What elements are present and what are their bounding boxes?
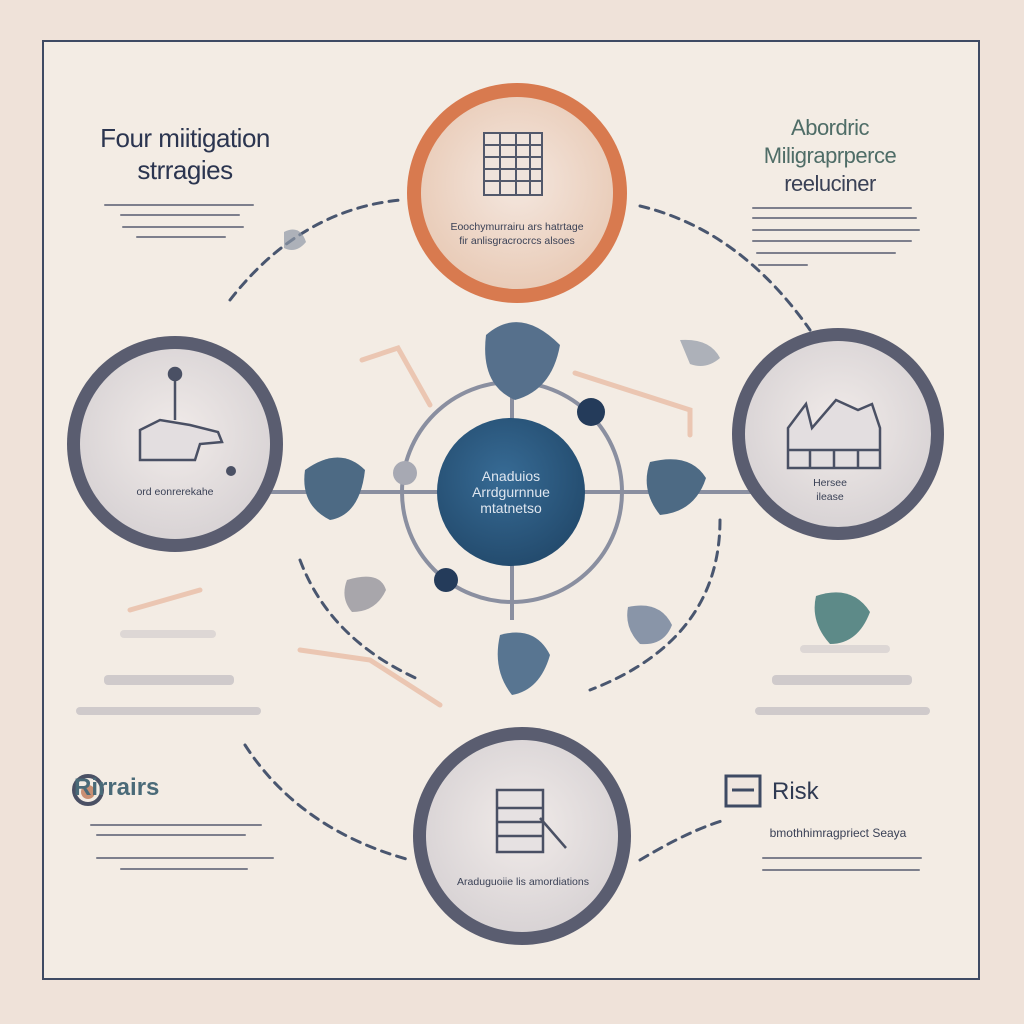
top-right-heading-line3: reeluciner: [784, 171, 876, 196]
leaf-pin-icon: [627, 605, 672, 645]
center-hub-label-line2: Arrdgurnnue: [472, 484, 550, 500]
lower-left-title: Rirrairs: [74, 774, 160, 801]
page-title-line2: strragies: [137, 155, 233, 185]
leaf-pin-icon: [646, 459, 706, 515]
ring-dots: [393, 398, 605, 592]
center-hub-label: Anaduios Arrdgurnnue mtatnetso: [438, 468, 584, 516]
center-hub-label-line3: mtatnetso: [480, 500, 542, 516]
faint-connectors: [127, 344, 693, 708]
page-title: Four miitigation strragies: [70, 122, 300, 186]
person-icon: [72, 774, 104, 806]
leaf-pin-icon: [284, 229, 306, 250]
top-right-heading-line2: Miligraprperce: [763, 143, 897, 168]
bottom-node-caption: Araduguoiie lis amordiations: [457, 876, 589, 888]
lower-right-subtitle: bmothhimragpriect Seaya: [769, 826, 907, 840]
right-node-caption-line1: Hersee: [813, 477, 847, 489]
leaf-pin-icon: [344, 576, 386, 612]
right-node-caption: Hersee ilease: [780, 476, 880, 504]
placeholder-bars: [76, 630, 930, 715]
left-strategy-node: [67, 336, 283, 552]
leaf-pin-icon: [497, 632, 550, 695]
top-node-caption-line2: fir anlisgracrocrcs alsoes: [459, 235, 575, 247]
top-node-caption: Eoochymurrairu ars hatrtage fir anlisgra…: [432, 220, 602, 248]
center-hub-label-line1: Anaduios: [481, 468, 541, 484]
leaf-pin-icon: [680, 339, 720, 366]
right-node-caption-line2: ilease: [816, 491, 844, 503]
top-right-heading: Abordric Miligraprperce reeluciner: [720, 114, 940, 198]
top-node-caption-line1: Eoochymurrairu ars hatrtage: [450, 221, 584, 233]
top-strategy-node: [407, 83, 627, 303]
leaf-pin-icon: [304, 457, 365, 520]
document-stack-icon: [495, 788, 567, 854]
bottom-strategy-node: [413, 727, 631, 945]
lower-right-title: Risk: [772, 778, 819, 805]
monitor-icon: [724, 774, 762, 808]
center-hub: [437, 418, 585, 566]
factory-icon: [786, 398, 882, 470]
left-node-caption: ord eonrerekahe: [136, 486, 214, 498]
leaf-pin-icon: [485, 322, 560, 400]
leaf-pin-icons: [284, 229, 870, 695]
hand-tool-icon: [138, 366, 224, 462]
page-title-line1: Four miitigation: [100, 123, 270, 153]
leaf-pin-icon: [814, 592, 870, 644]
top-right-heading-line1: Abordric: [791, 115, 869, 140]
spreadsheet-icon: [483, 132, 543, 196]
right-strategy-node: [732, 328, 944, 540]
dashed-orbit: [228, 198, 812, 862]
